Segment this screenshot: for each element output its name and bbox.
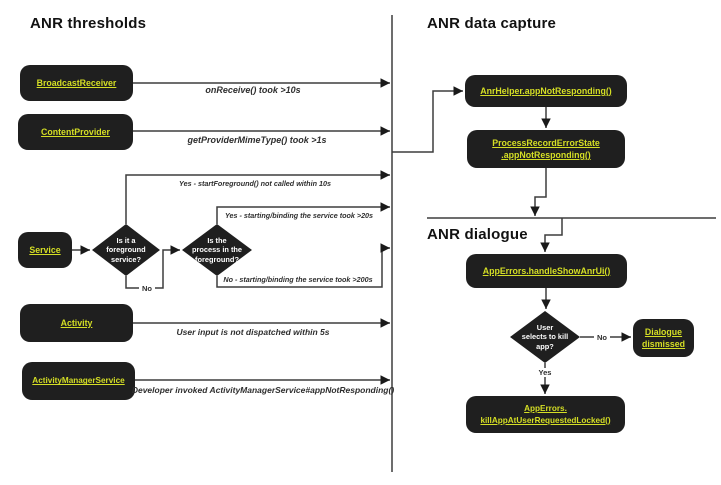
node-broadcast-receiver-label: BroadcastReceiver <box>36 77 117 88</box>
section-title-thresholds: ANR thresholds <box>30 15 147 32</box>
node-activity-manager-service-label: ActivityManagerService <box>32 376 125 386</box>
decision-process-foreground-line1: Is the <box>207 235 227 245</box>
node-activity[interactable]: Activity <box>20 304 133 342</box>
node-dialogue-dismissed[interactable]: Dialogue dismissed <box>633 319 694 357</box>
decision-user-kill-line2: selects to kill <box>521 332 569 342</box>
decision-foreground-service-line3: service? <box>111 254 141 264</box>
node-kill-app-line1: AppErrors. <box>524 404 567 414</box>
edge-label-start-foreground: Yes - startForeground() not called withi… <box>179 179 331 188</box>
node-dialogue-dismissed-line1: Dialogue <box>644 326 683 337</box>
edge-label-binding-20s: Yes - starting/binding the service took … <box>224 211 374 220</box>
edge-processrecord-to-divider <box>530 168 547 216</box>
branch-label-no-kill: No <box>594 333 610 342</box>
edge-binding-20s <box>216 202 390 224</box>
node-anr-helper-label: AnrHelper.appNotResponding() <box>480 85 612 96</box>
section-title-data-capture: ANR data capture <box>427 15 557 32</box>
node-handle-show-anr-ui[interactable]: AppErrors.handleShowAnrUi() <box>466 254 627 288</box>
decision-process-foreground-line2: process in the <box>191 245 243 255</box>
node-service[interactable]: Service <box>18 232 72 268</box>
branch-label-yes-kill: Yes <box>535 368 555 377</box>
edge-label-binding-200s: No - starting/binding the service took >… <box>223 275 373 284</box>
node-service-label: Service <box>29 244 61 255</box>
node-dialogue-dismissed-line2: dismissed <box>641 339 686 349</box>
node-handle-show-anr-ui-label: AppErrors.handleShowAnrUi() <box>482 265 611 276</box>
edge-label-on-receive: onReceive() took >10s <box>205 85 301 95</box>
node-content-provider-label: ContentProvider <box>41 126 110 137</box>
node-process-record-line2: .appNotResponding() <box>501 150 591 160</box>
node-activity-manager-service[interactable]: ActivityManagerService <box>22 362 135 400</box>
branch-label-no-service: No <box>139 284 155 293</box>
edge-binding-200s <box>216 243 390 288</box>
node-broadcast-receiver[interactable]: BroadcastReceiver <box>20 65 133 101</box>
node-kill-app[interactable]: AppErrors. killAppAtUserRequestedLocked(… <box>466 396 625 433</box>
node-kill-app-line2: killAppAtUserRequestedLocked() <box>480 415 611 425</box>
edge-no-foreground-service <box>125 245 180 289</box>
decision-user-kill-line3: app? <box>536 341 554 351</box>
section-title-dialogue: ANR dialogue <box>427 226 528 243</box>
edge-bus-to-anrhelper <box>392 86 463 153</box>
decision-foreground-service-line1: Is it a <box>116 235 136 245</box>
node-process-record-line1: ProcessRecordErrorState <box>492 137 600 148</box>
edge-divider-to-handleshow <box>540 218 563 252</box>
node-anr-helper[interactable]: AnrHelper.appNotResponding() <box>465 75 627 107</box>
decision-user-kill-line1: User <box>536 322 554 332</box>
edge-label-get-provider: getProviderMimeType() took >1s <box>187 135 327 145</box>
node-process-record-error-state[interactable]: ProcessRecordErrorState .appNotRespondin… <box>467 130 625 168</box>
edge-label-developer-invoked: Developer invoked ActivityManagerService… <box>131 385 395 395</box>
node-content-provider[interactable]: ContentProvider <box>18 114 133 150</box>
edge-label-user-input: User input is not dispatched within 5s <box>176 327 330 337</box>
node-activity-label: Activity <box>60 317 93 328</box>
decision-foreground-service-line2: foreground <box>106 245 146 255</box>
decision-process-foreground-line3: foreground? <box>195 254 239 264</box>
edge-start-foreground <box>125 170 390 224</box>
